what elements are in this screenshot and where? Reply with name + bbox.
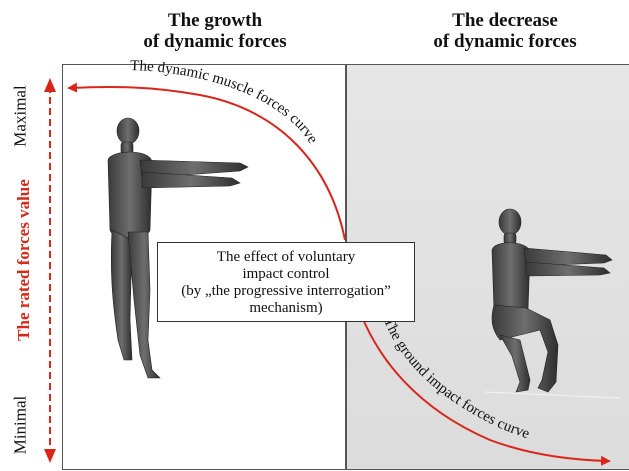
vertical-axis-arrow xyxy=(44,78,56,463)
impact-forces-curve xyxy=(354,297,611,466)
decrease-heading-line1: The decrease xyxy=(452,10,558,31)
center-box-line4: mechanism) xyxy=(249,300,323,316)
center-box-line1: The effect of voluntary xyxy=(216,249,356,265)
center-box-line2: impact control xyxy=(242,266,330,282)
muscle-curve-label: The dynamic muscle forces curve xyxy=(130,58,321,147)
growth-heading-line1: The growth xyxy=(167,10,263,31)
standing-figure xyxy=(107,117,249,379)
muscle-forces-curve xyxy=(67,82,346,241)
voluntary-impact-control-box: The effect of voluntary impact control (… xyxy=(157,242,415,322)
squatting-figure xyxy=(484,208,621,399)
growth-heading-line2: of dynamic forces xyxy=(143,31,287,52)
decrease-heading-line2: of dynamic forces xyxy=(433,31,577,52)
center-box-line3: (by „the progressive interrogation” xyxy=(181,283,391,299)
growth-heading: The growth of dynamic forces xyxy=(100,10,330,52)
decrease-heading: The decrease of dynamic forces xyxy=(385,10,625,52)
